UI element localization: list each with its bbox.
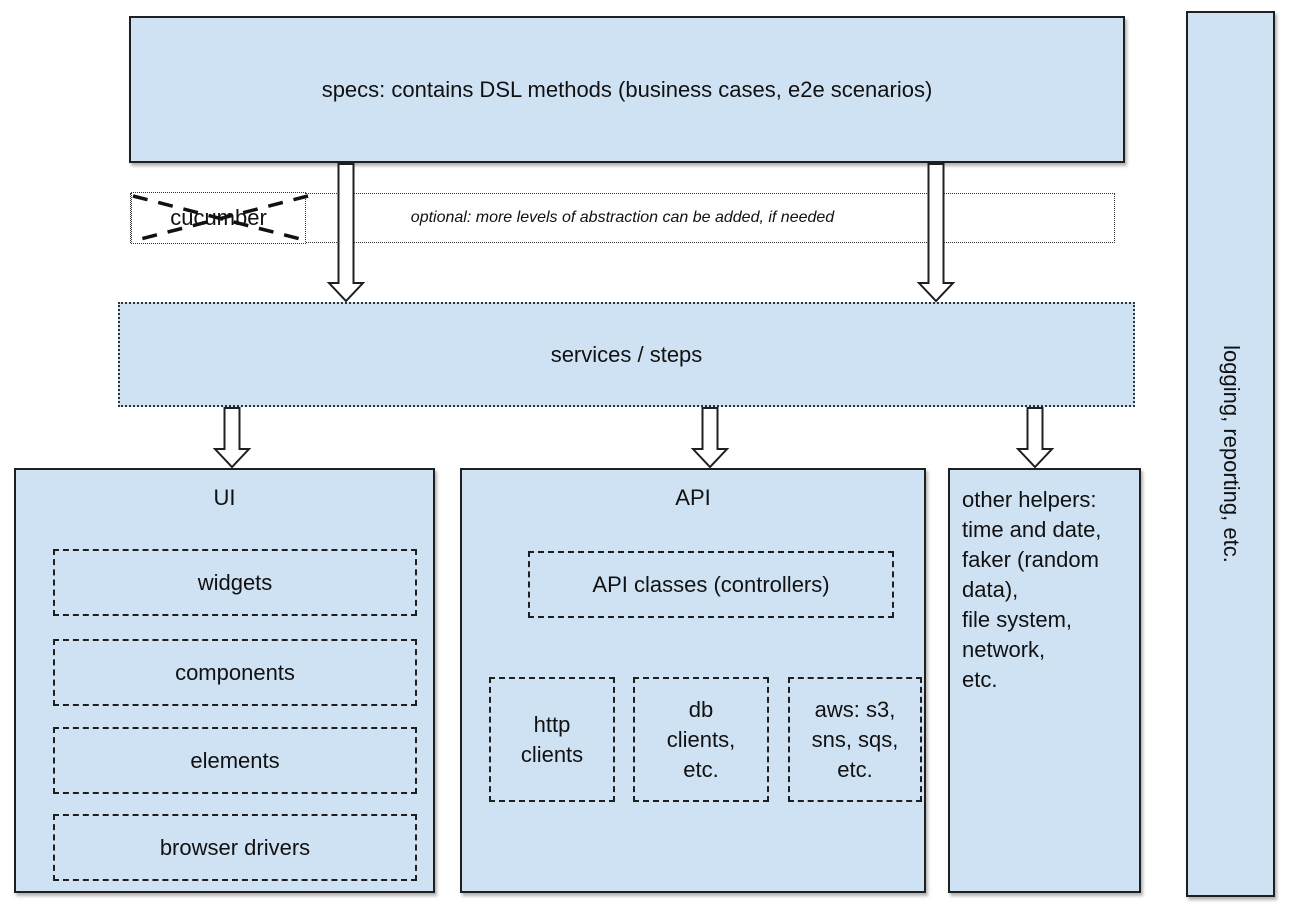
db-clients-box: db clients, etc. — [633, 677, 769, 802]
ui-title: UI — [213, 485, 236, 510]
other-helpers-box: other helpers: time and date, faker (ran… — [948, 468, 1141, 893]
browser-drivers-box: browser drivers — [53, 814, 417, 881]
logging-reporting-box: logging, reporting, etc. — [1186, 11, 1275, 897]
aws-clients-box: aws: s3, sns, sqs, etc. — [788, 677, 922, 802]
api-title: API — [675, 485, 711, 510]
services-steps-box: services / steps — [118, 302, 1135, 407]
cucumber-label: cucumber — [170, 205, 267, 230]
components-box: components — [53, 639, 417, 706]
api-classes-box: API classes (controllers) — [528, 551, 894, 618]
elements-box: elements — [53, 727, 417, 794]
optional-note-label: optional: more levels of abstraction can… — [410, 209, 835, 226]
db-clients-label: db clients, etc. — [666, 696, 736, 782]
widgets-box: widgets — [53, 549, 417, 616]
browser-drivers-label: browser drivers — [159, 834, 311, 860]
api-classes-label: API classes (controllers) — [592, 571, 830, 597]
http-clients-label: http clients — [520, 711, 584, 767]
services-steps-label: services / steps — [550, 341, 703, 367]
api-box: API API classes (controllers) http clien… — [460, 468, 926, 893]
arrow-services-to-ui — [212, 407, 252, 469]
logging-reporting-label: logging, reporting, etc. — [1218, 345, 1244, 563]
aws-clients-label: aws: s3, sns, sqs, etc. — [811, 696, 899, 782]
arrow-services-to-api — [690, 407, 730, 469]
specs-box: specs: contains DSL methods (business ca… — [129, 16, 1125, 163]
specs-label: specs: contains DSL methods (business ca… — [321, 76, 933, 102]
http-clients-box: http clients — [489, 677, 615, 802]
arrow-services-to-helpers — [1015, 407, 1055, 469]
ui-box: UI widgets components elements browser d… — [14, 468, 435, 893]
widgets-label: widgets — [197, 569, 273, 595]
components-label: components — [175, 659, 295, 685]
elements-label: elements — [190, 747, 280, 773]
cucumber-box: cucumber — [131, 192, 306, 244]
